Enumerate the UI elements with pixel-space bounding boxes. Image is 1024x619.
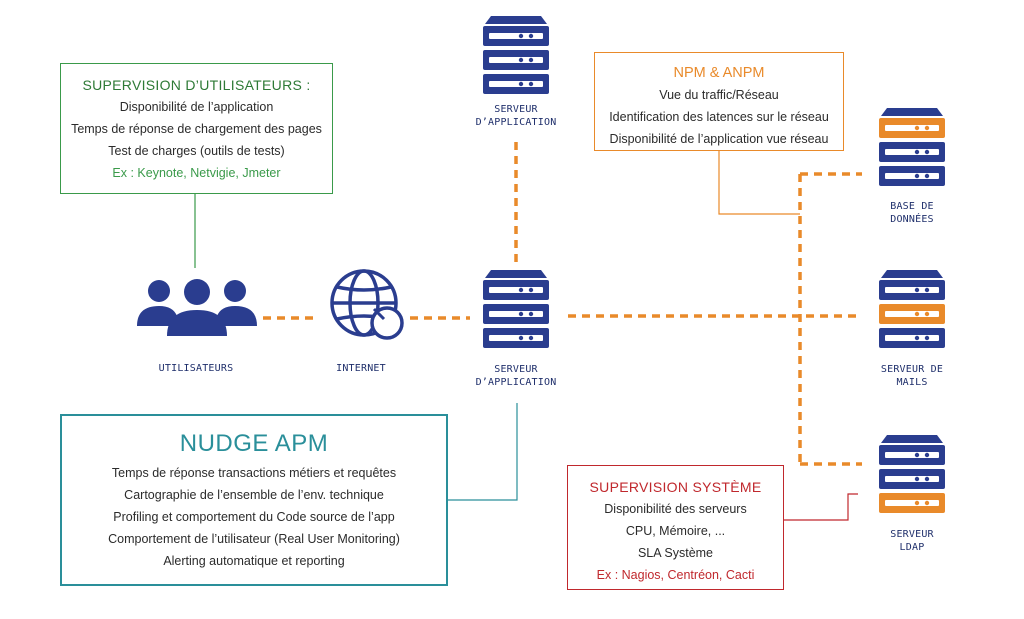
box-example: Ex : Keynote, Netvigie, Jmeter	[112, 166, 281, 180]
box-line: Cartographie de l’ensemble de l’env. tec…	[124, 488, 384, 502]
connector-npm-box	[718, 151, 800, 215]
box-line: Alerting automatique et reporting	[163, 554, 345, 568]
connector-nudge-box	[448, 403, 518, 501]
node-label-serveur-app-mid: SERVEUR D’APPLICATION	[456, 363, 576, 389]
box-line: Profiling et comportement du Code source…	[113, 510, 395, 524]
box-title: NPM & ANPM	[673, 65, 765, 81]
label-text: SERVEUR DE	[880, 364, 944, 375]
box-title: NUDGE APM	[179, 430, 329, 457]
label-text: UTILISATEURS	[158, 363, 234, 374]
node-label-serveur-mails: SERVEUR DE MAILS	[862, 363, 962, 389]
node-label-internet: INTERNET	[316, 362, 406, 375]
server-icon	[877, 106, 947, 193]
npm-anpm-box: NPM & ANPM Vue du traffic/Réseau Identif…	[594, 52, 844, 151]
connector-systeme-box	[784, 493, 858, 521]
server-icon	[481, 14, 551, 101]
box-title: SUPERVISION D’UTILISATEURS :	[82, 77, 311, 93]
supervision-systeme-box: SUPERVISION SYSTÈME Disponibilité des se…	[567, 465, 784, 590]
box-line: Identification des latences sur le résea…	[609, 110, 829, 124]
label-text: SERVEUR	[494, 364, 538, 375]
label-text: MAILS	[896, 377, 928, 388]
label-text: D’APPLICATION	[475, 377, 557, 388]
label-text: BASE DE	[890, 201, 934, 212]
server-icon	[877, 268, 947, 355]
node-label-serveur-ldap: SERVEUR LDAP	[862, 528, 962, 554]
box-line: Disponibilité de l’application	[119, 100, 274, 114]
users-icon	[137, 276, 257, 343]
node-label-utilisateurs: UTILISATEURS	[136, 362, 256, 375]
box-line: Disponibilité de l’application vue résea…	[609, 132, 829, 146]
box-line: Comportement de l’utilisateur (Real User…	[108, 532, 400, 546]
box-line: Disponibilité des serveurs	[604, 502, 747, 516]
box-line: SLA Système	[637, 546, 714, 560]
box-line: Temps de réponse transactions métiers et…	[111, 466, 397, 480]
node-label-serveur-app-top: SERVEUR D’APPLICATION	[456, 103, 576, 129]
box-title: SUPERVISION SYSTÈME	[589, 479, 762, 495]
server-icon	[481, 268, 551, 355]
server-icon	[877, 433, 947, 520]
label-text: SERVEUR	[890, 529, 934, 540]
label-text: SERVEUR	[494, 104, 538, 115]
label-text: LDAP	[899, 542, 925, 553]
box-line: Vue du traffic/Réseau	[659, 88, 779, 102]
box-line: Test de charges (outils de tests)	[108, 144, 285, 158]
box-line: Temps de réponse de chargement des pages	[71, 122, 322, 136]
box-line: CPU, Mémoire, ...	[625, 524, 726, 538]
label-text: DONNÉES	[890, 214, 934, 225]
box-example: Ex : Nagios, Centréon, Cacti	[596, 568, 755, 582]
supervision-utilisateurs-box: SUPERVISION D’UTILISATEURS : Disponibili…	[60, 63, 333, 194]
node-label-base-donnees: BASE DE DONNÉES	[862, 200, 962, 226]
globe-icon	[326, 263, 410, 352]
nudge-apm-box: NUDGE APM Temps de réponse transactions …	[60, 414, 448, 586]
label-text: D’APPLICATION	[475, 117, 557, 128]
label-text: INTERNET	[336, 363, 386, 374]
